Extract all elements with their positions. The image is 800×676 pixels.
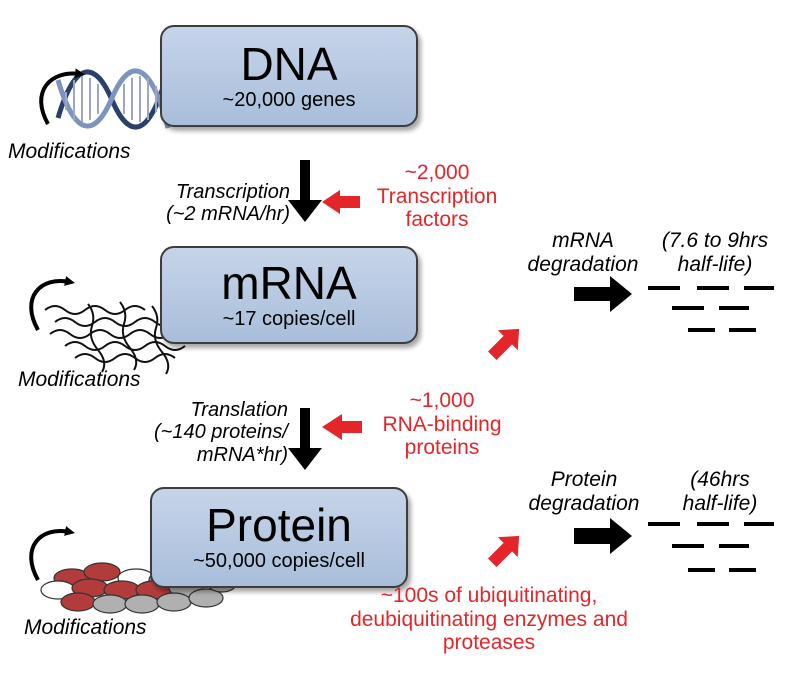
mrna-half-life-line1: (7.6 to 9hrs: [661, 229, 769, 252]
mrna-modifications-label: Modifications: [18, 368, 141, 391]
dna-modifications-label: Modifications: [8, 140, 131, 163]
dna-box: DNA ~20,000 genes: [160, 25, 418, 127]
transcription-factors-line1: ~2,000: [404, 161, 470, 184]
dna-helix-icon: [55, 68, 171, 130]
protein-title: Protein: [206, 499, 352, 551]
transcription-line2: (~2 mRNA/hr): [166, 203, 290, 226]
translation-arrow: [288, 408, 322, 470]
mrna-subtitle: ~17 copies/cell: [222, 307, 356, 330]
transcription-factors-label: ~2,000 Transcription factors: [362, 161, 512, 232]
rna-binding-proteins-arrow: [322, 414, 362, 440]
mrna-degradation-regulator-arrow: [488, 328, 520, 360]
protein-box: Protein ~50,000 copies/cell: [150, 487, 408, 588]
mrna-half-life-line2: half-life): [677, 252, 753, 276]
mrna-fragments-icon: [648, 286, 774, 332]
mrna-box: mRNA ~17 copies/cell: [160, 246, 418, 344]
dna-subtitle: ~20,000 genes: [222, 88, 356, 111]
protein-degradation-regulator-arrow: [488, 535, 520, 567]
protein-regulators-line2: deubiquitinating enzymes and: [350, 607, 628, 631]
mrna-half-life-label: (7.6 to 9hrs half-life): [640, 229, 790, 276]
protein-degradation-arrow: [574, 518, 632, 554]
transcription-factors-line3: factors: [405, 208, 469, 232]
mrna-degradation-arrow: [574, 276, 632, 312]
dna-modification-curved-arrow: [39, 68, 85, 125]
transcription-arrow: [288, 160, 322, 222]
rna-binding-proteins-label: ~1,000 RNA-binding proteins: [366, 389, 518, 460]
mrna-degradation-label: mRNA degradation: [518, 229, 648, 276]
translation-label: Translation (~140 proteins/ mRNA*hr): [90, 399, 288, 466]
mrna-modification-curved-arrow: [29, 276, 75, 331]
rna-binding-proteins-line3: proteins: [404, 436, 480, 460]
protein-fragments-icon: [648, 522, 774, 572]
mrna-degradation-line1: mRNA: [552, 229, 614, 252]
protein-regulators-label: ~100s of ubiquitinating, deubiquitinatin…: [320, 584, 658, 655]
transcription-line1: Transcription: [175, 181, 290, 203]
mrna-degradation-line2: degradation: [527, 252, 639, 276]
rna-binding-proteins-line2: RNA-binding: [382, 412, 502, 436]
mrna-title: mRNA: [221, 256, 357, 309]
mrna-strands-icon: [44, 301, 191, 375]
protein-regulators-line1: ~100s of ubiquitinating,: [380, 584, 598, 607]
protein-regulators-line3: proteases: [442, 631, 536, 655]
protein-degradation-label: Protein degradation: [522, 468, 646, 515]
transcription-factors-arrow: [322, 190, 360, 214]
translation-line2: (~140 proteins/: [154, 421, 288, 444]
dna-title: DNA: [240, 37, 338, 90]
protein-subtitle: ~50,000 copies/cell: [193, 550, 365, 572]
protein-modifications-label: Modifications: [24, 616, 147, 639]
translation-line3: mRNA*hr): [196, 443, 288, 466]
transcription-factors-line2: Transcription: [376, 184, 498, 208]
protein-half-life-line1: (46hrs: [690, 468, 750, 491]
protein-degradation-line1: Protein: [550, 468, 618, 491]
transcription-label: Transcription (~2 mRNA/hr): [100, 181, 290, 226]
protein-half-life-line2: half-life): [682, 491, 758, 515]
protein-degradation-line2: degradation: [528, 491, 640, 515]
translation-line1: Translation: [190, 399, 288, 421]
protein-half-life-label: (46hrs half-life): [650, 468, 790, 515]
rna-binding-proteins-line1: ~1,000: [409, 389, 475, 412]
protein-modification-curved-arrow: [29, 526, 75, 581]
